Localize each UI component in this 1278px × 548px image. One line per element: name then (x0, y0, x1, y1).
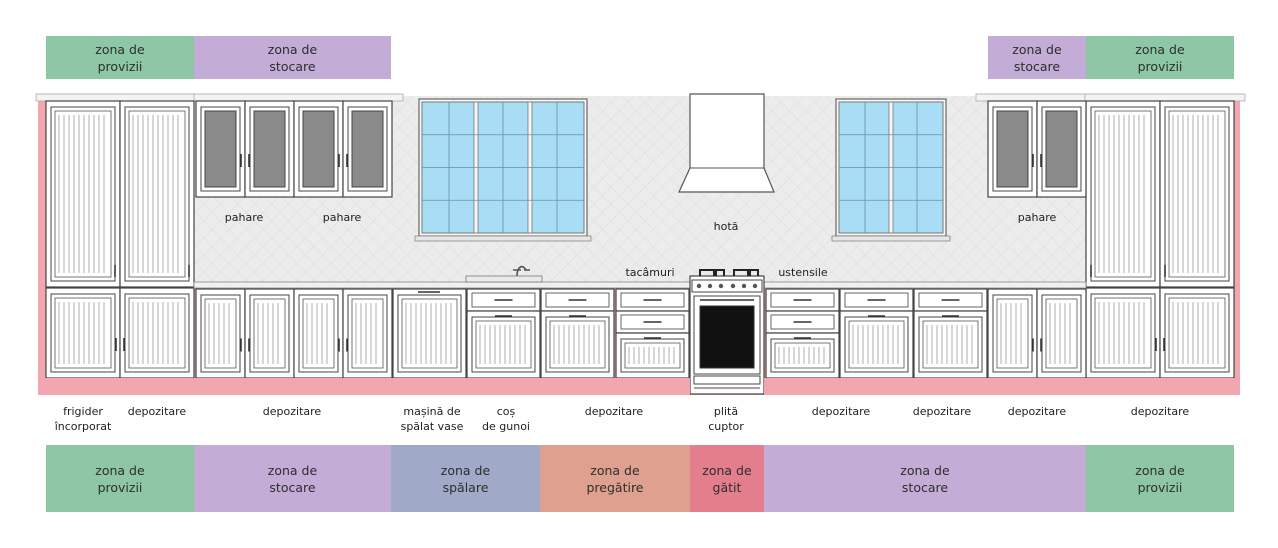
prep-unit-door-panel (549, 320, 606, 369)
upper-glass-4-glass (351, 110, 384, 188)
base-door-right-1-panel (996, 298, 1029, 369)
bottom-zone-stocare-left: zona de stocare (194, 445, 391, 512)
trash-unit-door-panel (475, 320, 532, 369)
countertop-left (193, 281, 691, 289)
label-pahare-3: pahare (1017, 211, 1057, 224)
bottom-zone-pregatire: zona de pregătire (540, 445, 690, 512)
label-ustensile: ustensile (778, 266, 828, 279)
window-left-sill (414, 235, 592, 242)
dishwasher-panel (401, 298, 458, 369)
label-depozitare-2: depozitare (262, 405, 322, 418)
tall-left-1-panel (54, 110, 112, 278)
label-cos-gunoi: coș de gunoi (482, 405, 530, 433)
tall-right-1-panel (1094, 110, 1152, 278)
stove-knob-3 (718, 283, 724, 289)
label-depozitare-5: depozitare (912, 405, 972, 418)
tall-right-base-2-panel (1168, 297, 1226, 369)
label-depozitare-6: depozitare (1007, 405, 1067, 418)
sink-basin (465, 275, 543, 283)
stove-knob-1 (696, 283, 702, 289)
label-pahare-2: pahare (322, 211, 362, 224)
label-masina-spalat-vase: mașină de spălat vase (400, 405, 464, 433)
label-depozitare-4: depozitare (811, 405, 871, 418)
base-door-right-2-panel (1045, 298, 1078, 369)
top-zone-provizii-right: zona de provizii (1086, 36, 1234, 79)
crown-upper-right (975, 93, 1091, 102)
tall-right-2-panel (1168, 110, 1226, 278)
bottom-zone-spalare: zona de spălare (391, 445, 540, 512)
sink-faucet (513, 265, 530, 277)
storage-unit-1-door-panel (848, 320, 905, 369)
countertop-right (763, 281, 1087, 289)
stove-control-panel (691, 279, 763, 293)
label-depozitare-1: depozitare (127, 405, 187, 418)
top-zone-stocare-right: zona de stocare (988, 36, 1086, 79)
label-depozitare-3: depozitare (584, 405, 644, 418)
base-door-3-panel (302, 298, 335, 369)
tall-right-base-1-panel (1094, 297, 1152, 369)
base-door-2-panel (253, 298, 286, 369)
label-frigider: frigider încorporat (54, 405, 112, 433)
upper-glass-3-glass (302, 110, 335, 188)
bottom-zone-provizii-left: zona de provizii (46, 445, 194, 512)
label-hota: hotă (713, 220, 739, 233)
stove-knob-6 (752, 283, 758, 289)
top-zone-stocare-left: zona de stocare (194, 36, 391, 79)
base-door-4-panel (351, 298, 384, 369)
window-right-sill (831, 235, 951, 242)
stove-knob-2 (707, 283, 713, 289)
stove-knob-4 (730, 283, 736, 289)
crown-upper-left (193, 93, 404, 102)
stove-burners (699, 269, 759, 276)
oven-window (699, 305, 755, 369)
upper-glass-right-1-glass (996, 110, 1029, 188)
cutlery-unit-d3-panel (624, 342, 681, 369)
plinth-left (38, 378, 690, 395)
bottom-zone-provizii-right: zona de provizii (1086, 445, 1234, 512)
upper-glass-1-glass (204, 110, 237, 188)
upper-glass-2-glass (253, 110, 286, 188)
tall-left-base-2-panel (128, 297, 186, 369)
stove-knob-5 (741, 283, 747, 289)
crown-right (1084, 93, 1246, 102)
crown-left (35, 93, 196, 102)
utensil-unit-d3-panel (774, 342, 831, 369)
label-pahare-1: pahare (224, 211, 264, 224)
label-depozitare-7: depozitare (1130, 405, 1190, 418)
label-tacamuri: tacâmuri (625, 266, 675, 279)
upper-glass-right-2-glass (1045, 110, 1078, 188)
tall-left-2-panel (128, 110, 186, 278)
oven-drawer (693, 375, 761, 385)
base-door-1-panel (204, 298, 237, 369)
label-plita-cuptor: plită cuptor (708, 405, 744, 433)
plinth-right (764, 378, 1240, 395)
bottom-zone-gatit: zona de gătit (690, 445, 764, 512)
bottom-zone-stocare-right: zona de stocare (764, 445, 1086, 512)
top-zone-provizii-left: zona de provizii (46, 36, 194, 79)
storage-unit-2-door-panel (922, 320, 979, 369)
tall-left-base-1-panel (54, 297, 112, 369)
range-hood (678, 93, 775, 193)
